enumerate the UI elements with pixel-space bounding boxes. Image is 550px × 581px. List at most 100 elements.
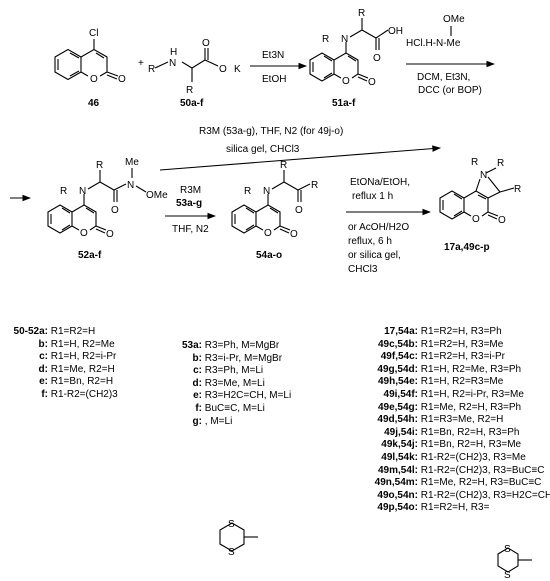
legend-value: R3=H2C=CH, M=Li [202,390,292,402]
legend-key: 49f,54c: [380,351,418,363]
atom-o-carbonyl: O [118,74,126,85]
cond-step4-l3: or AcOH/H2O [348,222,409,233]
cond-step1-bottom: EtOH [262,74,286,85]
compound-54-structure [231,170,311,234]
legend-value: , M=Li [202,415,233,427]
legend-key: 49e,54g: [377,401,418,413]
atom-o-54-lactone: O [290,229,298,240]
atom-o-54-ring: O [264,228,272,239]
legend-value: R1=Me, R2=H, R3=Ph [418,401,522,413]
atom-r2-50: R [186,85,193,96]
legend-value: BuC≡C, M=Li [202,402,265,414]
atom-oh-51: OH [388,26,403,37]
atom-r3-54: R [311,180,318,191]
atom-s-49p-bottom: S [504,570,511,581]
atom-r1-54: R [244,186,251,197]
legend-value: R1-R2=(CH2)3 [48,388,118,400]
compound-52-structure [47,168,147,234]
legend-value: R1=Me, R2=H, R3=BuC≡C [418,477,542,489]
atom-cl: Cl [89,28,98,39]
legend-value: R1=H, R2=Me, R3=Ph [418,363,522,375]
legend-row: 49h,54e: R1=H, R2=R3=Me [330,376,550,389]
compound-50-structure [154,48,219,82]
legend-value: R1-R2=(CH2)3, R3=H2C=CH [418,489,550,501]
atom-o-51-ring: O [342,76,350,87]
atom-r2-54: R [280,160,287,171]
atom-s-49p-top: S [504,544,511,555]
legend-row: 49k,54j: R1=Bn, R2=H, R3=Me [330,439,550,452]
cond-step3-top1: R3M [180,185,201,196]
legend-key: 49p,54o: [377,502,418,514]
legend-value: R1=H, R2=i-Pr, R3=Me [418,388,524,400]
legend-row: e: R1=Bn, R2=H [2,376,118,389]
compound-51-label: 51a-f [332,98,356,109]
legend-value: R3=i-Pr, M=MgBr [202,352,283,364]
legend-row: 49n,54m: R1=Me, R2=H, R3=BuC≡C [330,477,550,490]
legend-value: R1=Bn, R2=H [48,376,114,388]
atom-n-50: N [169,58,176,69]
cond-step4-l1: EtONa/EtOH, [350,177,410,188]
atom-o-52-carbonyl: O [111,205,119,216]
legend-row: 49f,54c: R1=R2=H, R3=i-Pr [330,351,550,364]
legend-key: 49j,54i: [384,426,418,438]
legend-key: 49n,54m: [374,477,418,489]
cond-direct-top: R3M (53a-g), THF, N2 (for 49j-o) [199,126,343,137]
legend-key: b: [38,338,48,350]
legend-value: R1=R2=H, R3=i-Pr [418,351,505,363]
legend-row: 49m,54l: R1-R2=(CH2)3, R3=BuC≡C [330,465,550,478]
cond-step3-top2: 53a-g [176,198,202,209]
atom-r2-17: R [497,158,504,169]
legend-key: 49g,54d: [377,363,418,375]
compound-46-structure [54,39,119,81]
legend-value: R1=R2=H, R3=Ph [418,326,502,337]
legend-key: 49l,54k: [381,451,418,463]
legend-key: 49k,54j: [381,439,418,451]
arrow-direct [159,145,442,171]
legend-row: c: R3=Ph, M=Li [172,365,291,378]
cond-step4-l6: CHCl3 [348,264,378,275]
legend-key: 49m,54l: [377,464,418,476]
legend-value: R3=Me, M=Li [202,377,265,389]
legend-key: 49i,54f: [383,388,418,400]
legend-row: 49l,54k: R1-R2=(CH2)3, R3=Me [330,452,550,465]
atom-o-54-carbonyl: O [295,205,303,216]
legend-row: 49p,54o: R1=R2=H, R3= [330,502,550,515]
atom-me-52: Me [125,157,139,168]
legend-row: d: R3=Me, M=Li [172,378,291,391]
cond-step2-solvent1: DCM, Et3N, [417,72,470,83]
atom-o-50-minus: O [219,64,227,75]
legend-value: R1=Bn, R2=H, R3=Ph [418,426,520,438]
legend-value: R3=Ph, M=Li [202,365,264,377]
legend-row: 17,54a: R1=R2=H, R3=Ph [330,326,550,339]
legend-row: 49e,54g: R1=Me, R2=H, R3=Ph [330,402,550,415]
legend-row: 49i,54f: R1=H, R2=i-Pr, R3=Me [330,389,550,402]
cond-step4-l2: reflux 1 h [352,191,393,202]
atom-n-52: N [79,186,86,197]
legend-key: g: [192,415,202,427]
atom-s-g-top: S [228,519,235,530]
legend-row: g: , M=Li [172,416,291,429]
atom-r1-17: R [471,157,478,168]
dithiane-ring-g [219,522,258,552]
legend-row: b: R3=i-Pr, M=MgBr [172,353,291,366]
atom-r1: R [148,64,155,75]
atom-r2-52: R [96,160,103,171]
plus-sign: + [138,58,144,69]
atom-r1-51: R [322,34,329,45]
legend-key: 49h,54e: [377,376,418,388]
atom-h-50: H [170,47,177,58]
atom-o-51-carbonyl: O [373,53,381,64]
legend-row: 49c,54b: R1=R2=H, R3=Me [330,339,550,352]
legend-key: d: [38,363,48,375]
atom-s-g-bottom: S [228,547,235,558]
legend-row: 49j,54i: R1=Bn, R2=H, R3=Ph [330,427,550,440]
legend-key: d: [192,377,202,389]
cond-step2-ome: OMe [443,14,465,25]
cond-step4-l5: or silica gel, [348,250,401,261]
legend-value: R3=Ph, M=MgBr [202,340,280,351]
atom-k: K [234,64,241,75]
legend-row: 53a: R3=Ph, M=MgBr [172,340,291,353]
